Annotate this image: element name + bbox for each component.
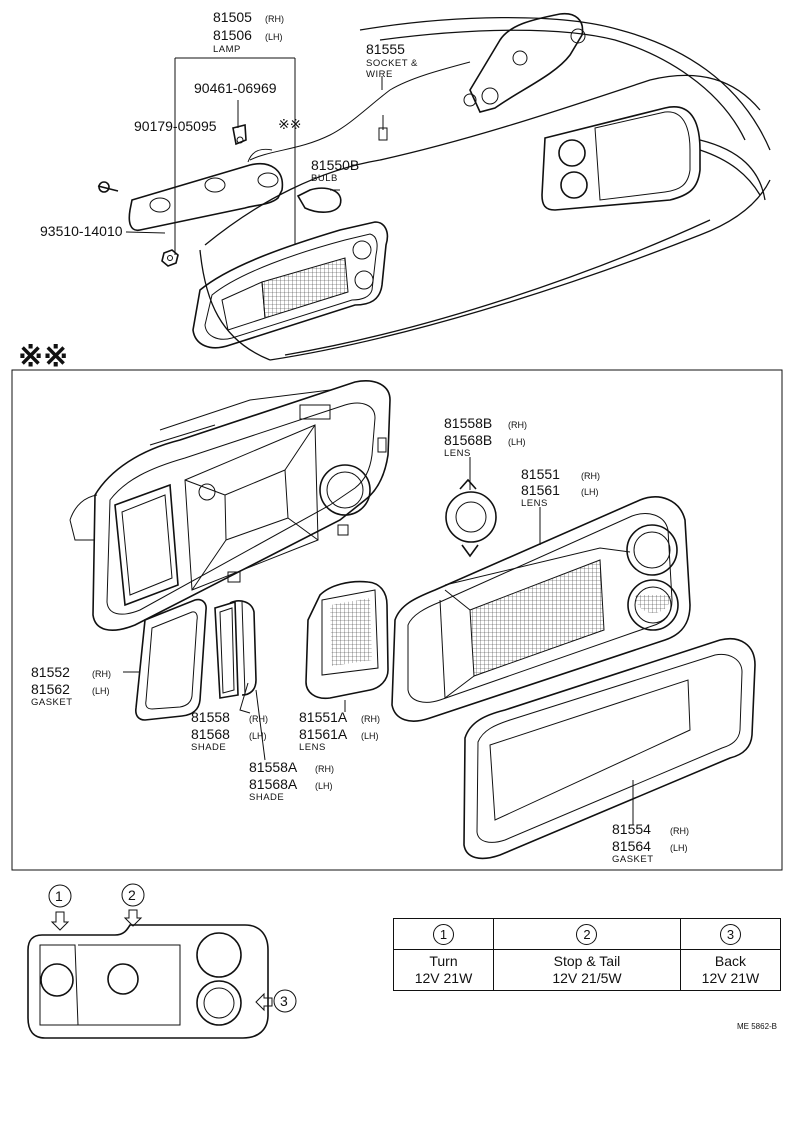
bulb-col-1-function: Turn xyxy=(429,953,458,969)
screw-pn: 93510-14010 xyxy=(40,223,123,239)
lens-turn xyxy=(305,580,389,700)
shade-rh: 81558 xyxy=(191,709,230,725)
lens-turn-lh: 81561A xyxy=(299,726,348,742)
shade-a-rh-q: (RH) xyxy=(315,764,334,774)
lens-main-rh: 81551 xyxy=(521,466,560,482)
lens-small-rh-q: (RH) xyxy=(508,420,527,430)
socket-name2: WIRE xyxy=(366,69,393,80)
lens-turn-name: LENS xyxy=(299,742,326,753)
note-mark-top: ※※ xyxy=(278,116,301,132)
bulb-col-1-num-text: 1 xyxy=(433,923,454,945)
lamp-rh-qual: (RH) xyxy=(265,14,284,24)
marker-1-circle xyxy=(48,884,72,908)
shade-a-name: SHADE xyxy=(249,792,284,803)
shade-a-lh-q: (LH) xyxy=(315,781,333,791)
shades xyxy=(214,600,257,699)
bulb-col-1-spec: 12V 21W xyxy=(414,970,473,986)
shade-lh: 81568 xyxy=(191,726,230,742)
top-leaders xyxy=(125,57,383,255)
bulb-col-1-num: 1 xyxy=(393,918,494,950)
lens-small-lh: 81568B xyxy=(444,432,492,448)
bulb-holder-bracket xyxy=(97,123,342,267)
bulb-col-2-value: Stop & Tail 12V 21/5W xyxy=(493,949,681,991)
socket-wire-assembly xyxy=(249,12,586,161)
lens-small-rh: 81558B xyxy=(444,415,492,431)
lamp-lh-pn: 81506 xyxy=(213,27,252,43)
lens-main xyxy=(391,496,691,722)
marker-2: 2 xyxy=(128,887,136,903)
marker-3: 3 xyxy=(280,993,288,1009)
gasket-main-lh: 81564 xyxy=(612,838,651,854)
lens-small-name: LENS xyxy=(444,448,471,459)
bulb-col-1-value: Turn 12V 21W xyxy=(393,949,494,991)
nut-pn: 90179-05095 xyxy=(134,118,217,134)
lamp-body-detail xyxy=(69,380,391,631)
lens-turn-lh-q: (LH) xyxy=(361,731,379,741)
lamp-rh-pn: 81505 xyxy=(213,9,252,25)
bulb-col-2-num-text: 2 xyxy=(576,923,598,945)
bulb-pn: 81550B xyxy=(311,157,359,173)
marker-2-circle xyxy=(121,883,145,907)
bulb-col-3-num: 3 xyxy=(679,918,782,950)
bulb-name: BULB xyxy=(311,173,338,184)
bulb-spec-table: 1 2 3 Turn 12V 21W Stop & Tail 12V 21/5W… xyxy=(393,918,782,991)
marker-1: 1 xyxy=(55,888,63,904)
bulb-col-2-spec: 12V 21/5W xyxy=(552,970,622,986)
bulb-col-3-value: Back 12V 21W xyxy=(679,949,782,991)
bulb-position-view: 1 2 3 xyxy=(27,883,297,1039)
vehicle-rear-body xyxy=(199,16,771,361)
gasket-left-name: GASKET xyxy=(31,697,73,708)
bulb-col-3-spec: 12V 21W xyxy=(701,970,760,986)
shade-a-rh: 81558A xyxy=(249,759,298,775)
lens-main-lh: 81561 xyxy=(521,482,560,498)
lamp-housing-top xyxy=(192,221,389,349)
detail-leaders xyxy=(123,457,634,825)
shade-lh-q: (LH) xyxy=(249,731,267,741)
marker-3-circle xyxy=(273,989,297,1013)
gasket-main-lh-q: (LH) xyxy=(670,843,688,853)
bulb-col-2-function: Stop & Tail xyxy=(553,953,621,969)
top-callouts: 81505 (RH) 81506 (LH) LAMP 81555 SOCKET … xyxy=(40,9,418,239)
bulb-table-value-row: Turn 12V 21W Stop & Tail 12V 21/5W Back … xyxy=(393,949,782,991)
shade-rh-q: (RH) xyxy=(249,714,268,724)
lens-main-name: LENS xyxy=(521,498,548,509)
detail-frame xyxy=(11,369,783,871)
socket-name1: SOCKET & xyxy=(366,58,418,69)
detail-callouts: 81558B (RH) 81568B (LH) LENS 81551 (RH) … xyxy=(31,415,689,865)
figure-code: ME 5862-B xyxy=(737,1022,777,1031)
gasket-left xyxy=(135,598,207,721)
lens-turn-rh-q: (RH) xyxy=(361,714,380,724)
gasket-main-name: GASKET xyxy=(612,854,654,865)
section-mark: ※※ xyxy=(18,340,68,373)
gasket-main xyxy=(463,638,756,860)
gasket-left-lh-q: (LH) xyxy=(92,686,110,696)
lens-main-lh-q: (LH) xyxy=(581,487,599,497)
gasket-left-lh: 81562 xyxy=(31,681,70,697)
gasket-main-rh: 81554 xyxy=(612,821,651,837)
bulb-col-3-num-text: 3 xyxy=(719,923,741,945)
lens-small-round xyxy=(445,478,497,558)
shade-name: SHADE xyxy=(191,742,226,753)
bulb-col-3-function: Back xyxy=(714,953,747,969)
clip-pn: 90461-06969 xyxy=(194,80,277,96)
gasket-left-rh-q: (RH) xyxy=(92,669,111,679)
socket-pn: 81555 xyxy=(366,41,405,57)
lamp-name: LAMP xyxy=(213,44,241,55)
bulb-col-2-num: 2 xyxy=(493,918,681,950)
lamp-lh-qual: (LH) xyxy=(265,32,283,42)
lens-turn-rh: 81551A xyxy=(299,709,348,725)
shade-a-lh: 81568A xyxy=(249,776,298,792)
bulb-table-header-row: 1 2 3 xyxy=(393,918,782,950)
lens-main-rh-q: (RH) xyxy=(581,471,600,481)
gasket-main-rh-q: (RH) xyxy=(670,826,689,836)
lens-small-lh-q: (LH) xyxy=(508,437,526,447)
gasket-left-rh: 81552 xyxy=(31,664,70,680)
